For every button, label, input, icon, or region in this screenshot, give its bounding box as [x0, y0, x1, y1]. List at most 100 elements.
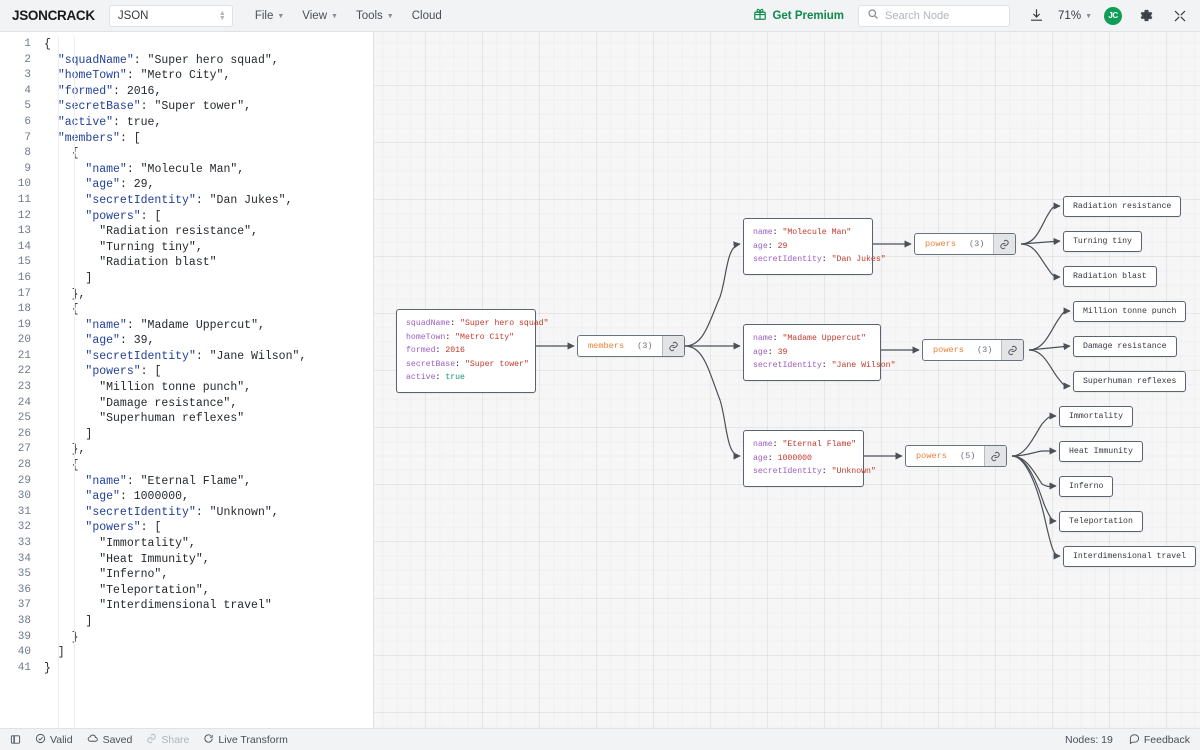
- menu-tools[interactable]: Tools ▼: [348, 6, 402, 26]
- node-row-value: "Jane Wilson": [831, 361, 896, 370]
- code-line[interactable]: "age": 39,: [85, 334, 155, 348]
- code-line[interactable]: "Immortality",: [44, 537, 196, 550]
- code-line[interactable]: "homeTown": "Metro City",: [57, 69, 231, 83]
- graph-canvas[interactable]: squadName: "Super hero squad"homeTown: "…: [374, 32, 1200, 728]
- code-line[interactable]: "powers": [: [85, 365, 162, 379]
- graph-leaf-2-4[interactable]: Interdimensional travel: [1063, 546, 1197, 567]
- zoom-level-select[interactable]: 71% ▼: [1058, 10, 1092, 22]
- code-line[interactable]: "name": "Madame Uppercut",: [85, 318, 265, 332]
- link-icon[interactable]: [661, 336, 684, 356]
- code-line[interactable]: "Superhuman reflexes": [44, 412, 245, 426]
- code-line[interactable]: },: [44, 443, 86, 457]
- code-line[interactable]: {: [44, 38, 51, 51]
- status-saved[interactable]: Saved: [87, 733, 132, 747]
- graph-leaf-0-0[interactable]: Radiation resistance: [1063, 196, 1182, 217]
- gear-icon[interactable]: [1136, 6, 1156, 26]
- feedback-button[interactable]: Feedback: [1129, 733, 1190, 747]
- graph-node-root[interactable]: squadName: "Super hero squad"homeTown: "…: [396, 309, 549, 393]
- graph-leaf-1-2[interactable]: Superhuman reflexes: [1073, 371, 1187, 392]
- graph-leaf-2-1[interactable]: Heat Immunity: [1059, 441, 1143, 462]
- code-line[interactable]: "Interdimensional travel": [44, 599, 272, 613]
- code-line[interactable]: ]: [44, 427, 93, 441]
- panel-toggle-icon[interactable]: [10, 734, 21, 745]
- fullscreen-icon[interactable]: [1170, 6, 1190, 26]
- code-line[interactable]: "secretIdentity": "Unknown",: [85, 505, 279, 519]
- menu-cloud[interactable]: Cloud: [404, 6, 450, 26]
- menu-cloud-label: Cloud: [411, 9, 442, 22]
- refresh-icon: [203, 733, 214, 747]
- code-line[interactable]: "Damage resistance",: [44, 396, 238, 410]
- node-row-value: "Madame Uppercut": [782, 334, 867, 343]
- code-line[interactable]: },: [44, 287, 86, 301]
- search-node-box[interactable]: Search Node: [858, 4, 1011, 27]
- code-line[interactable]: "Teleportation",: [44, 583, 210, 597]
- line-number: 37: [17, 599, 31, 612]
- code-line[interactable]: "active": true,: [57, 115, 162, 129]
- graph-leaf-0-2[interactable]: Radiation blast: [1063, 266, 1157, 287]
- code-line[interactable]: "Million tonne punch",: [44, 381, 252, 395]
- node-row-sep: :: [435, 373, 446, 382]
- graph-leaf-1-1[interactable]: Damage resistance: [1073, 336, 1177, 357]
- app-logo[interactable]: JSONCRACK: [12, 8, 95, 23]
- code-line[interactable]: "powers": [: [85, 521, 162, 535]
- code-line[interactable]: "Turning tiny",: [44, 240, 203, 254]
- editor-code[interactable]: { "squadName": "Super hero squad", "home…: [40, 32, 373, 728]
- code-line[interactable]: }: [44, 661, 51, 675]
- graph-node-powers-0[interactable]: powers (3): [914, 233, 1017, 255]
- code-line[interactable]: "age": 1000000,: [85, 490, 189, 504]
- get-premium-button[interactable]: Get Premium: [753, 7, 844, 24]
- graph-leaf-2-2[interactable]: Inferno: [1059, 476, 1114, 497]
- code-line[interactable]: "Inferno",: [44, 568, 169, 582]
- code-line[interactable]: "age": 29,: [85, 178, 155, 192]
- avatar[interactable]: JC: [1104, 6, 1122, 25]
- code-line[interactable]: "name": "Eternal Flame",: [85, 474, 252, 488]
- line-number: 14: [17, 240, 31, 253]
- code-line[interactable]: "Heat Immunity",: [44, 552, 210, 566]
- menu-file[interactable]: File ▼: [247, 6, 292, 26]
- code-line[interactable]: ]: [44, 614, 93, 628]
- graph-leaf-2-3[interactable]: Teleportation: [1059, 511, 1143, 532]
- download-icon[interactable]: [1026, 6, 1046, 26]
- graph-leaf-1-0[interactable]: Million tonne punch: [1073, 301, 1187, 322]
- code-line[interactable]: {: [44, 303, 79, 317]
- graph-node-members[interactable]: members (3): [577, 335, 685, 357]
- code-line[interactable]: "Radiation blast": [44, 256, 217, 270]
- link-icon[interactable]: [1001, 340, 1024, 360]
- code-line[interactable]: {: [44, 459, 79, 473]
- menu-view[interactable]: View ▼: [294, 6, 346, 26]
- format-select[interactable]: JSON ▲▼: [108, 4, 233, 27]
- status-valid[interactable]: Valid: [35, 733, 73, 747]
- code-line[interactable]: "secretIdentity": "Dan Jukes",: [85, 193, 293, 207]
- code-line[interactable]: "squadName": "Super hero squad",: [57, 53, 279, 67]
- code-line[interactable]: {: [44, 147, 79, 161]
- status-live-transform[interactable]: Live Transform: [203, 733, 288, 747]
- code-line[interactable]: ]: [44, 646, 65, 660]
- line-number: 36: [17, 583, 31, 596]
- code-line[interactable]: "formed": 2016,: [57, 84, 162, 98]
- code-line[interactable]: ]: [44, 271, 93, 285]
- code-line[interactable]: "powers": [: [85, 209, 162, 223]
- check-circle-icon: [35, 733, 46, 747]
- graph-leaf-2-0[interactable]: Immortality: [1059, 406, 1134, 427]
- link-icon[interactable]: [984, 446, 1007, 466]
- search-input[interactable]: Search Node: [885, 9, 950, 22]
- link-icon[interactable]: [993, 234, 1016, 254]
- status-share[interactable]: Share: [146, 733, 189, 747]
- code-line[interactable]: "secretIdentity": "Jane Wilson",: [85, 349, 307, 363]
- chevron-down-icon: ▼: [277, 13, 285, 20]
- code-line[interactable]: "secretBase": "Super tower",: [57, 100, 252, 114]
- menu-file-label: File: [254, 9, 274, 22]
- code-line[interactable]: "name": "Molecule Man",: [85, 162, 245, 176]
- graph-leaf-0-1[interactable]: Turning tiny: [1063, 231, 1142, 252]
- gift-icon: [753, 7, 767, 24]
- code-line[interactable]: "members": [: [57, 131, 141, 145]
- code-line[interactable]: "Radiation resistance",: [44, 225, 258, 239]
- graph-node-powers-1[interactable]: powers (3): [922, 339, 1025, 361]
- code-line[interactable]: }: [44, 630, 79, 644]
- line-number: 10: [17, 178, 31, 191]
- graph-node-powers-2[interactable]: powers (5): [905, 445, 1008, 467]
